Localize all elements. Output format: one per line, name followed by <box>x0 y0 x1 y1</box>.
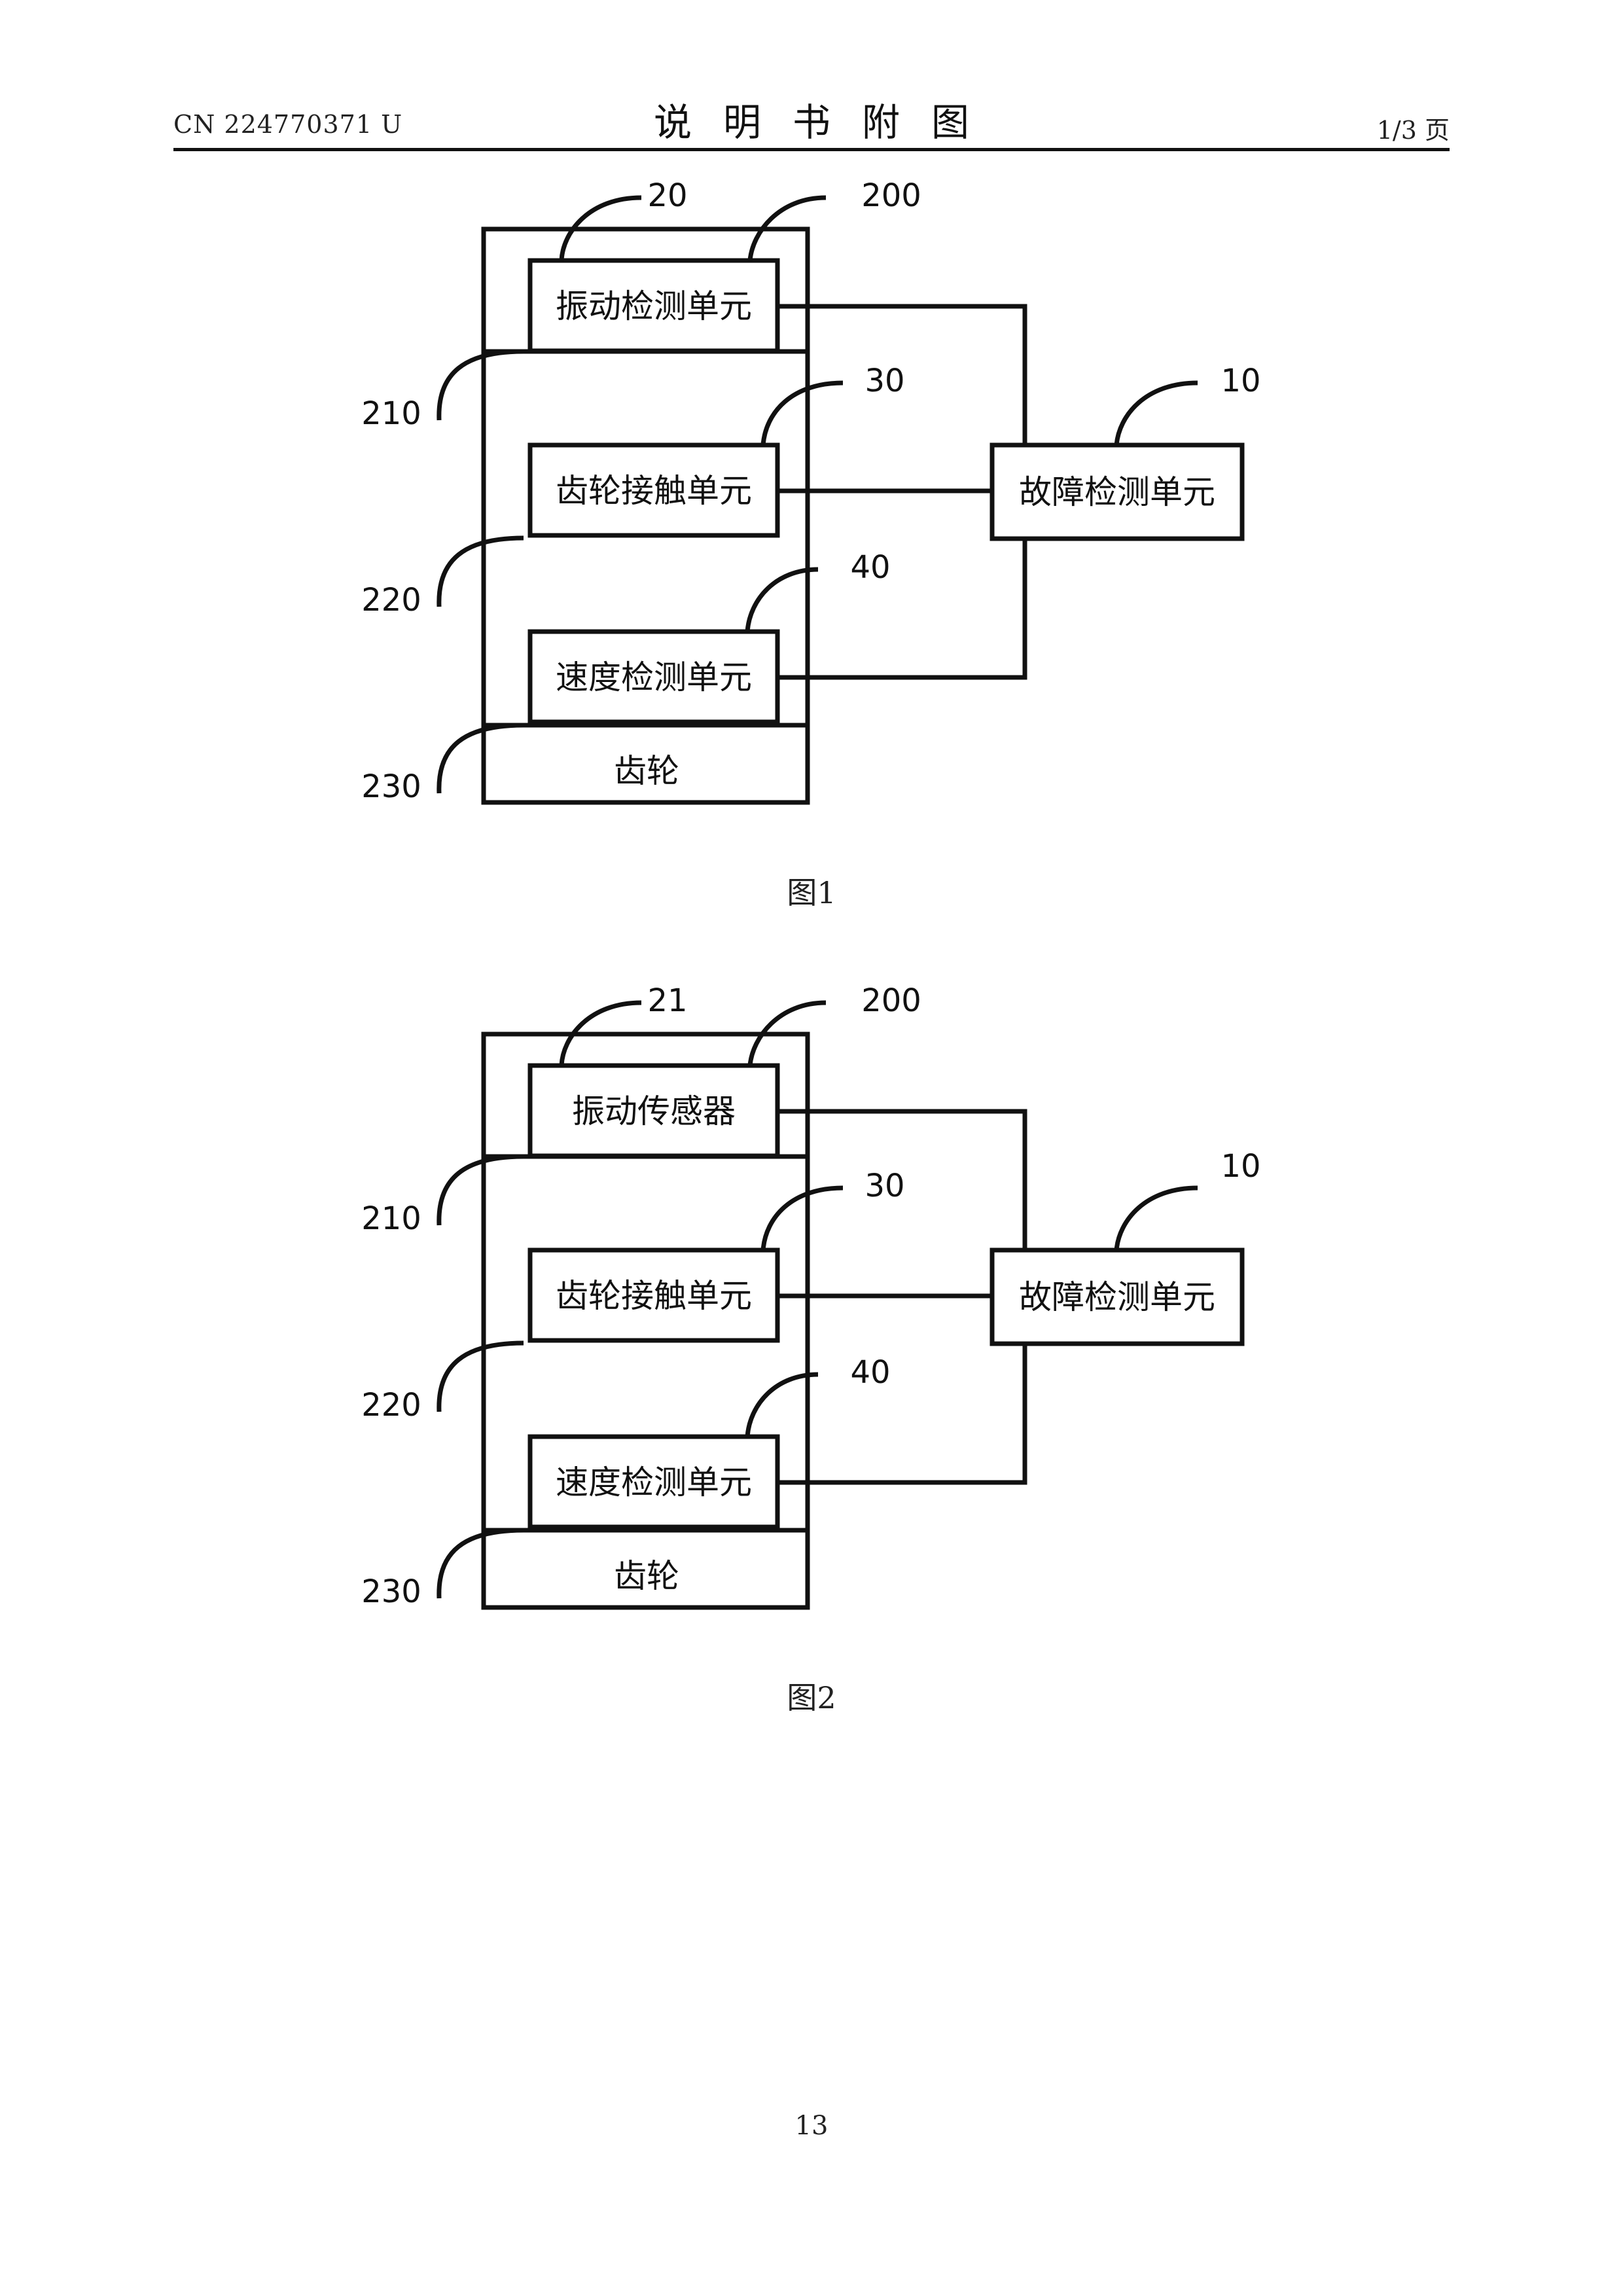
header-rule <box>173 148 1450 151</box>
ref-220: 220 <box>361 582 421 619</box>
ref-21: 21 <box>647 982 687 1019</box>
ref-30: 30 <box>865 1168 904 1204</box>
figure-caption: 图1 <box>787 875 836 910</box>
ref-30: 30 <box>865 363 904 399</box>
ref-40: 40 <box>850 1354 890 1391</box>
leader-210 <box>439 351 524 420</box>
connector-speed <box>777 539 1025 677</box>
leader-220 <box>439 538 524 607</box>
ref-210: 210 <box>361 1200 421 1237</box>
connector-speed <box>777 1344 1025 1482</box>
ref-200: 200 <box>861 982 921 1019</box>
leader-230 <box>439 725 524 793</box>
page-indicator: 1/3 页 <box>1377 110 1450 146</box>
page-header: CN 224770371 U 说明书附图 1/3 页 <box>0 0 1623 157</box>
ref-200: 200 <box>861 177 921 214</box>
ref-220: 220 <box>361 1387 421 1424</box>
gear-label: 齿轮 <box>614 752 679 790</box>
page-number: 13 <box>0 2111 1623 2141</box>
unit-label-contact: 齿轮接触单元 <box>556 1277 752 1315</box>
ref-230: 230 <box>361 1573 421 1610</box>
ref-230: 230 <box>361 768 421 805</box>
leader-30 <box>763 383 843 445</box>
leader-210 <box>439 1157 524 1225</box>
ref-10: 10 <box>1221 363 1260 399</box>
figure-2: 21 200 210 30 220 40 230 10 振动传感器 齿轮接触单元… <box>0 969 1623 1721</box>
unit-label-vibration-sensor: 振动传感器 <box>572 1092 736 1130</box>
figure-caption: 图2 <box>787 1680 836 1715</box>
ref-20: 20 <box>647 177 687 214</box>
unit-label-speed: 速度检测单元 <box>556 658 752 696</box>
leader-10 <box>1116 383 1198 445</box>
figure-1: 20 200 210 30 220 40 230 10 振动检测单元 齿轮接触单… <box>0 164 1623 916</box>
leader-10 <box>1116 1188 1198 1250</box>
leader-230 <box>439 1530 524 1598</box>
ref-10: 10 <box>1221 1148 1260 1185</box>
leader-220 <box>439 1343 524 1412</box>
unit-label-contact: 齿轮接触单元 <box>556 472 752 510</box>
leader-30 <box>763 1188 843 1250</box>
unit-label-vibration: 振动检测单元 <box>556 287 752 325</box>
unit-label-speed: 速度检测单元 <box>556 1463 752 1501</box>
fault-unit-label: 故障检测单元 <box>1019 473 1215 511</box>
gear-label: 齿轮 <box>614 1557 679 1595</box>
ref-210: 210 <box>361 395 421 432</box>
ref-40: 40 <box>850 549 890 586</box>
fault-unit-label: 故障检测单元 <box>1019 1278 1215 1316</box>
